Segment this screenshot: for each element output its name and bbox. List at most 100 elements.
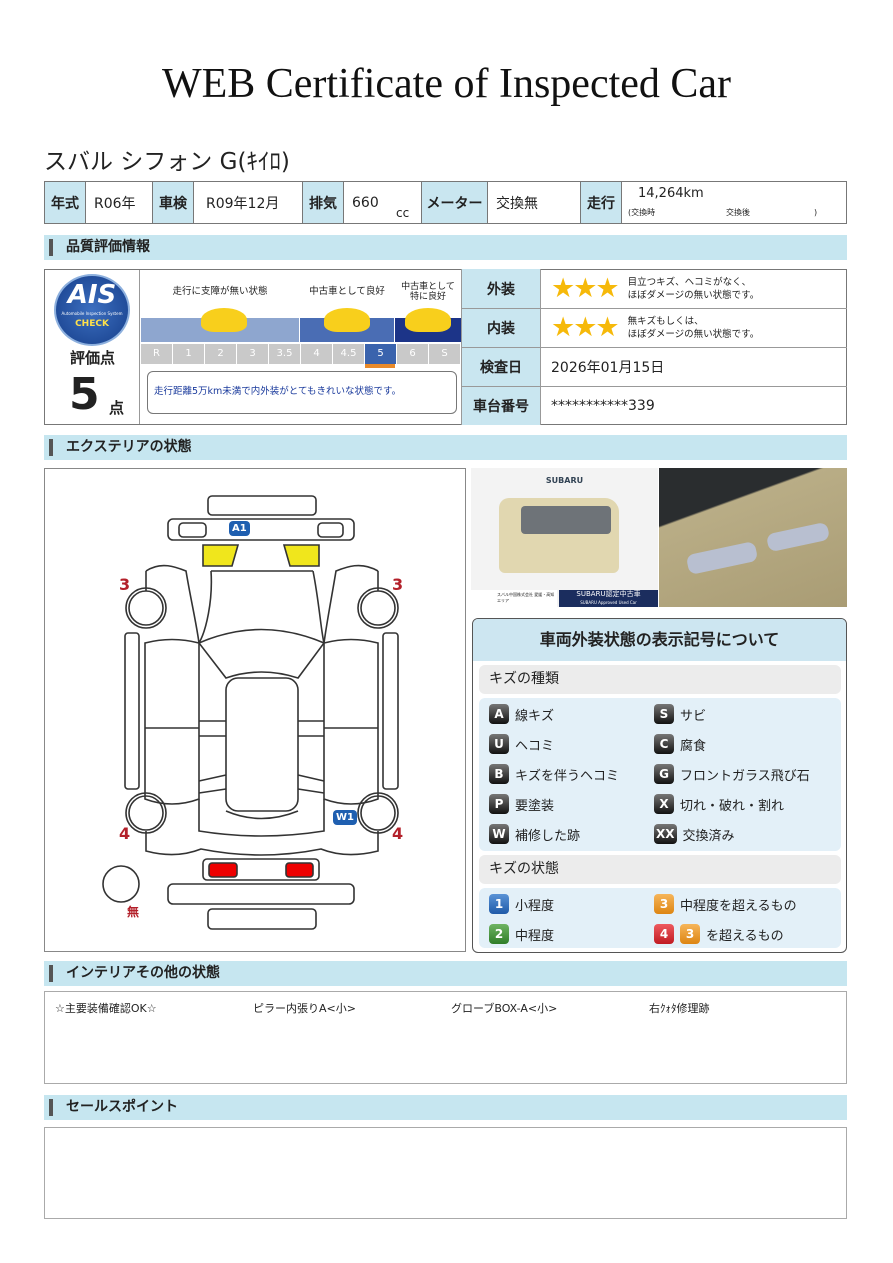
exchange-at: (交換時: [628, 208, 656, 217]
damage-type: X 切れ・破れ・割れ: [654, 794, 784, 814]
dealer-logo-area: [471, 590, 497, 607]
state-icon: 2: [489, 924, 509, 944]
inspection-value: R09年12月: [194, 182, 303, 223]
state-label: 小程度: [515, 898, 555, 914]
chassis-value: ***********339: [551, 398, 655, 414]
banner-title: SUBARU認定中古車: [576, 590, 641, 598]
car-name: スバル シフォン G(ｷｲﾛ): [44, 149, 290, 175]
selected-grade-marker: [365, 364, 395, 368]
quality-box: AIS Automobile Inspection System CHECK 評…: [44, 269, 847, 425]
grade-step: 2: [205, 344, 237, 364]
grade-step: S: [429, 344, 461, 364]
sales-points: [44, 1127, 847, 1219]
band1-label: 走行に支障が無い状態: [172, 286, 268, 297]
page-title: WEB Certificate of Inspected Car: [161, 61, 732, 107]
photo-brand: SUBARU: [545, 476, 584, 485]
photo-banner: SUBARU認定中古車 SUBARU Approved Used Car: [559, 590, 658, 607]
damage-code-icon: C: [654, 734, 674, 754]
grade-step: 4.5: [333, 344, 365, 364]
date-label: 検査日: [461, 348, 541, 386]
interior-desc: ほぼダメージの無い状態です。: [627, 329, 760, 340]
damage-type-label: 要塗装: [515, 798, 555, 814]
section-quality: 品質評価情報: [44, 235, 847, 260]
band3-line1: 中古車として: [401, 282, 455, 292]
band2-label: 中古車として良好: [309, 286, 385, 297]
meter-value: 交換無: [488, 182, 581, 223]
grade-step: 4: [301, 344, 333, 364]
banner-sub: SUBARU Approved Used Car: [580, 600, 637, 605]
band3-label: 中古車として特に良好: [394, 282, 462, 302]
ais-sub: Automobile Inspection System: [61, 311, 123, 316]
displacement-unit: cc: [396, 206, 410, 220]
grade-step: 6: [397, 344, 429, 364]
state-label: 中程度を超えるもの: [680, 898, 797, 914]
displacement-value: 660: [352, 194, 379, 211]
year-value: R06年: [86, 182, 153, 223]
interior-row: 内装 ★★★ 無キズもしくは、ほぼダメージの無い状態です。: [461, 308, 847, 347]
state-label: 中程度: [515, 928, 555, 944]
section-exterior: エクステリアの状態: [44, 435, 847, 460]
damage-type-label: 交換済み: [682, 828, 735, 844]
displacement-cell: 660 cc: [344, 182, 422, 223]
damage-type-label: 腐食: [680, 738, 707, 754]
damage-type-label: 切れ・破れ・割れ: [680, 798, 785, 814]
interior-note: ピラー内張りA<小>: [253, 1002, 356, 1015]
damage-type-label: サビ: [680, 708, 707, 724]
mileage-value: 14,264km: [638, 186, 704, 201]
chassis-label: 車台番号: [461, 387, 541, 425]
state-icon: 1: [489, 894, 509, 914]
damage-type: C 腐食: [654, 734, 706, 754]
interior-stars: ★★★: [551, 312, 620, 343]
damage-type: U ヘコミ: [489, 734, 554, 754]
car-window: [521, 506, 611, 534]
car-diagram-svg: [102, 495, 399, 930]
exterior-label: 外装: [461, 269, 541, 308]
types-title: キズの種類: [479, 665, 841, 694]
interior-note: グローブBOX-A<小>: [451, 1002, 558, 1015]
damage-code-icon: W: [489, 824, 509, 844]
displacement-label: 排気: [303, 182, 344, 223]
tire-front-left: 3: [119, 575, 131, 594]
grade-step: 3.5: [269, 344, 301, 364]
interior-desc: 無キズもしくは、: [627, 316, 704, 327]
damage-type: XX 交換済み: [654, 824, 735, 844]
states-title: キズの状態: [479, 855, 841, 884]
exterior-desc: ほぼダメージの無い状態です。: [627, 289, 760, 301]
taillight-right: [285, 862, 314, 878]
interior-label: 内装: [461, 309, 541, 347]
inspection-label: 車検: [153, 182, 194, 223]
damage-mark-w1: W1: [333, 810, 357, 825]
door-handle-photo[interactable]: [659, 468, 847, 607]
damage-type-label: フロントガラス飛び石: [680, 768, 810, 784]
grade-step: R: [141, 344, 173, 364]
damage-code-icon: X: [654, 794, 674, 814]
ais-logo-text: AIS: [67, 280, 117, 310]
chassis-row: 車台番号 ***********339: [461, 386, 847, 425]
damage-code-icon: XX: [654, 824, 677, 844]
grade-step: 1: [173, 344, 205, 364]
interior-notes: ☆主要装備確認OK☆ ピラー内張りA<小> グローブBOX-A<小> 右ｸｫﾀ修…: [44, 991, 847, 1084]
damage-type-label: 補修した跡: [515, 828, 581, 844]
score-unit: 点: [109, 399, 125, 417]
damage-code-icon: U: [489, 734, 509, 754]
taillight-left: [208, 862, 238, 878]
damage-type: S サビ: [654, 704, 706, 724]
grade-step: 3: [237, 344, 269, 364]
damage-diagram: A1 W1 3 3 4 4 無: [44, 468, 466, 952]
damage-code-icon: B: [489, 764, 509, 784]
handle: [685, 540, 759, 576]
year-label: 年式: [45, 182, 86, 223]
damage-code-icon: S: [654, 704, 674, 724]
mileage-cell: 14,264km (交換時 交換後 ): [622, 182, 846, 223]
exchange-after: 交換後: [726, 208, 750, 217]
state-icon: 3: [680, 924, 700, 944]
exterior-stars: ★★★: [551, 272, 620, 304]
spare-tire: [102, 865, 140, 903]
damage-type-label: ヘコミ: [515, 738, 555, 754]
tire-front-right: 3: [392, 575, 404, 594]
